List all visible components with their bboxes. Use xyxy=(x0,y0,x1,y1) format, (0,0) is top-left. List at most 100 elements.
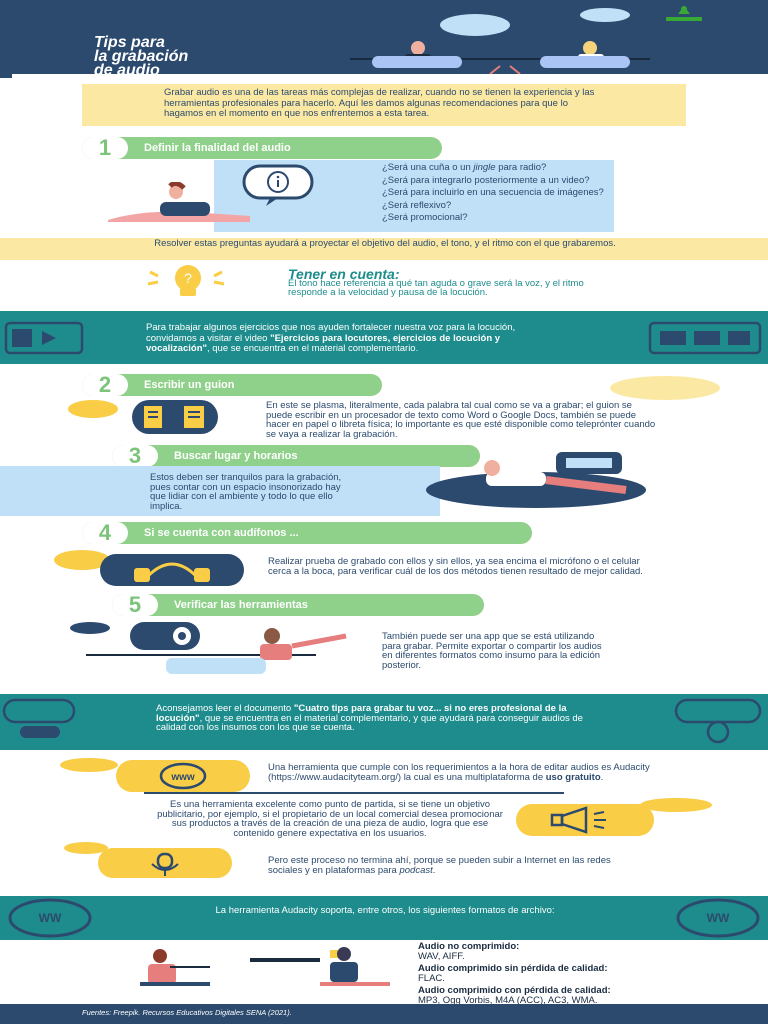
podcast-hosts-illustration xyxy=(350,41,650,74)
step-title: Verificar las herramientas xyxy=(174,599,308,611)
header-bubble xyxy=(440,14,510,36)
audacity-text: Una herramienta que cumple con los reque… xyxy=(268,763,658,782)
svg-text:www: www xyxy=(170,772,195,783)
format-group: Audio comprimido con pérdida de calidad:… xyxy=(418,986,618,1005)
step-number: 4 xyxy=(82,522,128,544)
audacity-free-use: uso gratuito xyxy=(545,771,601,783)
recommend-text: Aconsejamos leer el documento "Cuatro ti… xyxy=(156,704,608,733)
formats-band: WW WW La herramienta Audacity soporta, e… xyxy=(0,896,768,940)
exercises-text-a: Para trabajar algunos ejercicios que nos… xyxy=(146,322,516,344)
q-italic: jingle xyxy=(473,162,496,173)
recording-people-illustration xyxy=(140,947,390,986)
marketing-text: Es una herramienta excelente como punto … xyxy=(157,799,503,839)
note-text: El tono hace referencia a qué tan aguda … xyxy=(288,278,584,298)
decor-navy-blob xyxy=(144,792,564,794)
side-stripe xyxy=(0,74,12,78)
svg-text:WW: WW xyxy=(39,911,62,925)
format-group: Audio no comprimido: WAV, AIFF. xyxy=(418,942,618,961)
audacity-text-c: . xyxy=(600,771,604,783)
header-bubble xyxy=(580,8,630,22)
q-text: para radio? xyxy=(495,162,547,173)
format-list: WAV, AIFF. xyxy=(418,950,465,962)
www-globe-icon: www xyxy=(116,760,250,792)
exercises-text-c: , que se encuentra en el material comple… xyxy=(207,343,419,354)
step-title: Definir la finalidad del audio xyxy=(144,142,291,154)
lightbulb-icon: ? xyxy=(147,265,225,296)
step-number: 2 xyxy=(82,374,128,396)
recommend-band: Aconsejamos leer el documento "Cuatro ti… xyxy=(0,694,768,750)
title-line: Tips para xyxy=(94,34,165,51)
headphones-icon xyxy=(100,554,244,586)
step-title: Buscar lugar y horarios xyxy=(174,450,298,462)
header-banner: Tips para la grabación de audio xyxy=(0,0,768,79)
step-title: Si se cuenta con audífonos ... xyxy=(144,527,299,539)
woman-on-phone-illustration xyxy=(108,182,250,222)
page-title: Tips para la grabación de audio xyxy=(94,34,188,79)
podcast-word: podcast xyxy=(399,864,433,876)
resolve-box: Resolver estas preguntas ayudará a proye… xyxy=(0,238,768,260)
step-2-header: 2 Escribir un guion xyxy=(82,374,382,396)
decor-navy-blob xyxy=(70,622,110,634)
step-number: 5 xyxy=(112,594,158,616)
step-3-panel xyxy=(0,466,440,516)
step-2-text: En este se plasma, literalmente, cada pa… xyxy=(266,400,656,440)
question-item: ¿Será reflexivo? xyxy=(382,199,452,211)
decor-yellow-circle xyxy=(54,550,110,570)
step-5-text: También puede ser una app que se está ut… xyxy=(382,631,602,671)
q-text: ¿Será una cuña o un xyxy=(382,162,474,173)
intro-box: Grabar audio es una de las tareas más co… xyxy=(82,84,686,126)
recommend-text-a: Aconsejamos leer el documento xyxy=(156,703,294,714)
question-item: ¿Será para incluirlo en una secuencia de… xyxy=(382,187,604,198)
step-4-header: 4 Si se cuenta con audífonos ... xyxy=(82,522,532,544)
decor-yellow-circle xyxy=(68,400,118,418)
recommend-document-title: "Cuatro tips para grabar tu voz... si no… xyxy=(156,703,567,724)
www-badge-icon: WW xyxy=(8,898,92,938)
step-number: 3 xyxy=(112,445,158,467)
decor-yellow-blob xyxy=(610,376,720,400)
decor-yellow-circle xyxy=(640,798,712,812)
format-list: FLAC. xyxy=(418,972,445,984)
sena-logo-icon xyxy=(666,6,702,21)
recommend-text-c: , que se encuentra en el material comple… xyxy=(156,712,583,733)
svg-text:WW: WW xyxy=(707,911,730,925)
format-group: Audio comprimido sin pérdida de calidad:… xyxy=(418,964,618,983)
www-badge-icon: WW xyxy=(676,898,760,938)
exercises-text: Para trabajar algunos ejercicios que nos… xyxy=(146,322,536,355)
step-4-text: Realizar prueba de grabado con ellos y s… xyxy=(268,556,643,577)
svg-text:?: ? xyxy=(184,270,192,286)
step-3-header: 3 Buscar lugar y horarios xyxy=(112,445,480,467)
decor-yellow-circle xyxy=(64,842,108,854)
format-title: Audio comprimido con pérdida de calidad: xyxy=(418,985,611,996)
speech-bubble-info-icon xyxy=(242,164,314,206)
formats-intro: La herramienta Audacity soporta, entre o… xyxy=(215,905,555,916)
format-title: Audio comprimido sin pérdida de calidad: xyxy=(418,963,608,974)
footer-bar: Fuentes: Freepik. Recursos Educativos Di… xyxy=(0,1004,768,1024)
exercises-video-title: "Ejercicios para locutores, ejercicios d… xyxy=(146,332,501,354)
document-script-icon xyxy=(132,400,218,434)
question-item: ¿Será promocional? xyxy=(382,212,468,223)
decor-yellow-circle xyxy=(60,758,118,772)
format-list: MP3, Ogg Vorbis, M4A (ACC), AC3, WMA. xyxy=(418,994,598,1006)
audacity-text-a: Una herramienta que cumple con los reque… xyxy=(268,762,650,783)
formats-list: Audio no comprimido: WAV, AIFF. Audio co… xyxy=(418,942,618,1005)
step-5-header: 5 Verificar las herramientas xyxy=(112,594,484,616)
step-1-questions: ¿Será una cuña o un jingle para radio? ¿… xyxy=(382,162,606,224)
title-line: de audio xyxy=(94,62,160,79)
step-title: Escribir un guion xyxy=(144,379,235,391)
video-player-icon xyxy=(4,321,84,355)
sena-logo xyxy=(662,4,706,26)
exercises-band: Para trabajar algunos ejercicios que nos… xyxy=(0,311,768,364)
www-gear-icon xyxy=(674,698,762,744)
intro-text: Grabar audio es una de las tareas más co… xyxy=(164,87,595,119)
podcast-text: Pero este proceso no termina ahí, porque… xyxy=(268,856,638,875)
step-1-header: 1 Definir la finalidad del audio xyxy=(82,137,442,159)
podcast-text-a: Pero este proceso no termina ahí, porque… xyxy=(268,855,611,876)
resolve-text: Resolver estas preguntas ayudará a proye… xyxy=(154,238,616,249)
question-item: ¿Será para integrarlo posteriormente a u… xyxy=(382,174,590,186)
footer-text: Fuentes: Freepik. Recursos Educativos Di… xyxy=(82,1008,292,1017)
microphone-icon xyxy=(2,698,76,738)
podcast-text-c: . xyxy=(432,864,436,876)
megaphone-icon xyxy=(516,804,654,836)
man-at-desk-gear-illustration xyxy=(86,622,347,674)
video-editor-icon xyxy=(648,321,762,355)
